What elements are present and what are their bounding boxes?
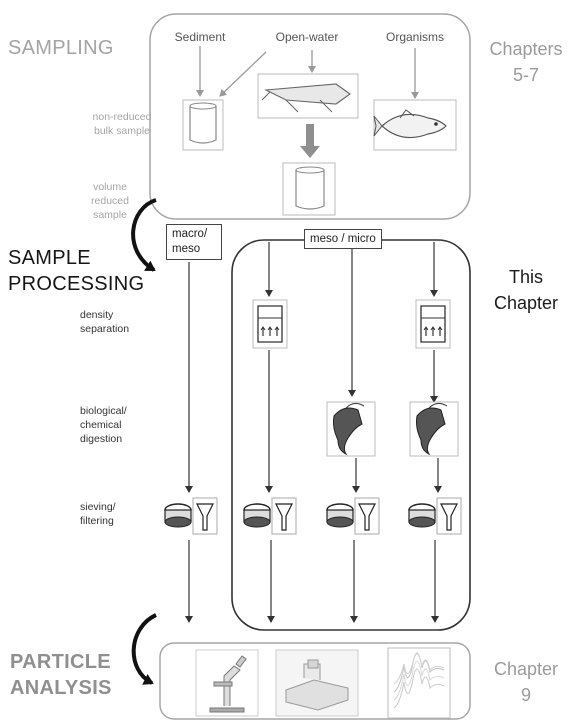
digestion-icon — [409, 401, 459, 457]
sieve-filter-icon — [408, 497, 462, 535]
source-organisms: Organisms — [385, 30, 444, 44]
step-density-line1: density — [80, 309, 114, 321]
tag-macro-meso: macro/ meso — [166, 224, 222, 260]
phase-analysis-label-line2: ANALYSIS — [10, 677, 112, 699]
tag-macro-meso-line1: macro/ — [172, 228, 208, 240]
reduction-arrow — [300, 124, 320, 158]
step-density-line2: separation — [80, 323, 130, 335]
source-open-water: Open-water — [275, 30, 339, 44]
jar-icon — [282, 162, 336, 216]
phase-processing-label-line2: PROCESSING — [8, 273, 145, 295]
note-non-reduced-line1: non-reduced — [92, 111, 152, 123]
digestion-icon — [326, 401, 376, 457]
phase-sampling-label: SAMPLING — [8, 37, 114, 59]
beaker-icon — [252, 299, 288, 349]
step-digestion-line3: digestion — [80, 433, 123, 445]
source-sediment: Sediment — [174, 30, 226, 44]
step-sieving-line1: sieving/ — [80, 501, 116, 513]
step-digestion-line2: chemical — [80, 419, 122, 431]
step-digestion-line1: biological/ — [80, 405, 127, 417]
chapter-sampling-line1: Chapters — [489, 39, 563, 59]
chapter-analysis-line2: 9 — [520, 685, 531, 705]
microscope-icon — [195, 649, 259, 717]
note-volume-reduced-line1: volume — [93, 181, 127, 193]
phase-sample-label-line1: SAMPLE — [8, 247, 91, 269]
beaker-icon — [415, 299, 451, 349]
tag-macro-meso-line2: meso — [172, 243, 201, 255]
note-volume-reduced-line2: reduced — [91, 195, 129, 207]
phase-particle-label-line1: PARTICLE — [10, 651, 111, 673]
jar-icon — [182, 99, 224, 151]
arrow-openwater-jar — [219, 51, 267, 97]
sieve-filter-icon — [326, 497, 380, 535]
chapter-processing-line1: This — [508, 267, 543, 287]
note-non-reduced-line2: bulk sample — [93, 125, 151, 137]
sieve-filter-icon — [164, 497, 218, 535]
chapter-sampling-line2: 5-7 — [512, 65, 539, 85]
curved-arrow-processing — [131, 198, 157, 272]
sampling-box — [149, 13, 471, 220]
spectrometer-icon — [275, 649, 359, 717]
sieve-filter-icon — [243, 497, 297, 535]
spectra-plot-icon — [387, 647, 451, 719]
chapter-analysis-line1: Chapter — [493, 659, 559, 679]
note-volume-reduced-line3: sample — [93, 209, 127, 221]
step-sieving-line2: filtering — [80, 515, 114, 527]
curved-arrow-analysis — [131, 613, 157, 685]
plankton-net-icon — [257, 73, 359, 119]
tag-meso-micro: meso / micro — [304, 229, 382, 249]
fish-icon — [373, 99, 457, 151]
chapter-processing-line2: Chapter — [493, 293, 559, 313]
analysis-box — [159, 642, 471, 720]
